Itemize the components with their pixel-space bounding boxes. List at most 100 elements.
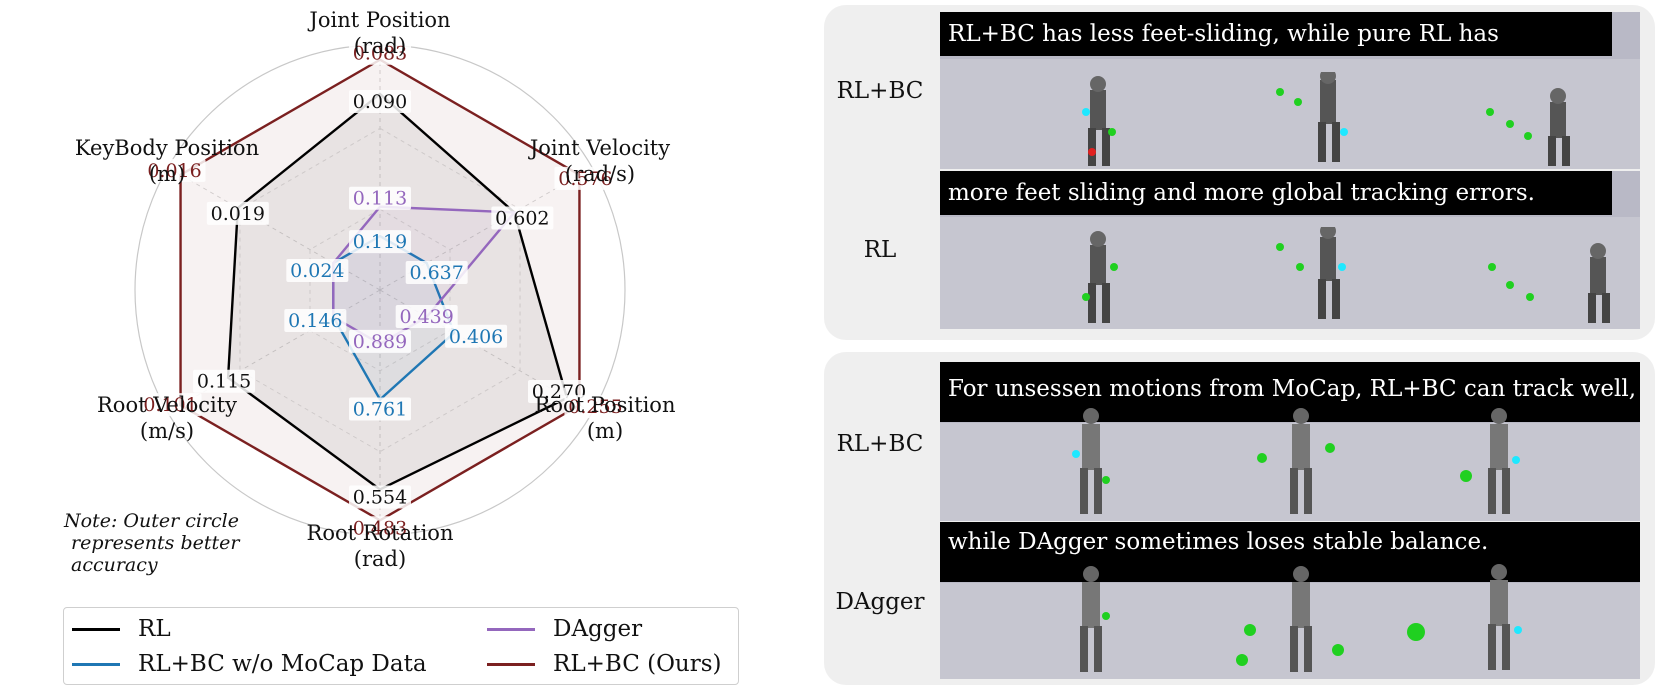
robot-head (1090, 231, 1106, 247)
axis-label: Root Velocity (97, 393, 237, 417)
axis-label: Root Rotation (307, 521, 454, 545)
marker (1294, 98, 1302, 106)
data-label-bg (206, 201, 269, 225)
robot-legs (1080, 468, 1088, 514)
marker (1082, 108, 1090, 116)
robot-legs (1588, 293, 1596, 323)
chart-note: accuracy (71, 554, 158, 576)
data-label: 0.406 (449, 326, 503, 348)
video-frame-rl-bc-unseen: For unsessen motions from MoCap, RL+BC c… (940, 362, 1640, 521)
robot-head (1083, 408, 1099, 424)
marker (1296, 263, 1304, 271)
data-label: 0.637 (409, 262, 463, 284)
axis-label: (rad) (354, 547, 406, 571)
legend-label: DAgger (553, 616, 643, 642)
row-label-dagger: DAgger (835, 589, 925, 615)
legend-item-rl-bc-ours: RL+BC (Ours) (487, 649, 722, 679)
robot-legs (1502, 468, 1510, 514)
chart-legend: RL RL+BC w/o MoCap Data DAgger RL+BC (Ou… (63, 607, 739, 685)
data-label-bg (349, 186, 411, 210)
marker (1325, 443, 1335, 453)
data-label: 0.090 (353, 91, 407, 113)
radar-chart: 0.0900.6020.2700.5540.1150.0190.1190.637… (63, 8, 676, 576)
legend-swatch (72, 627, 120, 631)
robot-figure (1072, 408, 1520, 514)
chart-note: Note: Outer circle (63, 510, 239, 532)
robot-head (1491, 408, 1507, 424)
axis-label: KeyBody Position (75, 136, 259, 160)
robot-legs (1290, 626, 1298, 672)
data-label: 0.889 (353, 331, 407, 353)
marker (1460, 470, 1472, 482)
axis-label: (m/s) (140, 419, 194, 443)
row-label-rl: RL (863, 237, 897, 263)
marker (1332, 644, 1344, 656)
robot-legs (1304, 468, 1312, 514)
axis-label: Joint Velocity (528, 136, 670, 160)
marker (1276, 243, 1284, 251)
data-label-bg (286, 259, 349, 283)
data-label: 0.024 (290, 260, 344, 282)
robot-body (1090, 90, 1106, 130)
data-label-bg (349, 230, 411, 254)
legend-label: RL (138, 616, 171, 642)
axis-label: (rad/s) (565, 162, 635, 186)
marker (1257, 453, 1267, 463)
legend-item-rl: RL (72, 614, 171, 644)
data-label: 0.255 (568, 396, 622, 418)
robot-head (1293, 566, 1309, 582)
robot-legs (1094, 626, 1102, 672)
data-label-bg (143, 158, 206, 182)
robot-group (1082, 72, 1570, 166)
axis-label: (m) (149, 162, 185, 186)
robot-legs (1488, 468, 1496, 514)
marker (1110, 263, 1118, 271)
marker (1088, 148, 1096, 156)
robot-legs (1602, 293, 1610, 323)
legend-swatch (487, 662, 535, 666)
marker (1082, 293, 1090, 301)
robot-legs (1088, 283, 1096, 323)
video-frame-rl-bc: RL+BC has less feet-sliding, while pure … (940, 12, 1640, 169)
marker (1338, 263, 1346, 271)
legend-label: RL+BC w/o MoCap Data (138, 651, 427, 677)
data-label-bg (139, 393, 202, 417)
marker (1340, 128, 1348, 136)
robot-figure (1082, 227, 1610, 323)
robot-head (1590, 243, 1606, 259)
marker (1244, 624, 1256, 636)
data-label-bg (349, 397, 411, 421)
legend-swatch (72, 662, 120, 666)
robot-figure (1082, 72, 1570, 166)
data-label: 0.602 (495, 207, 549, 229)
robot-head (1083, 566, 1099, 582)
marker (1488, 263, 1496, 271)
robot-body (1292, 424, 1310, 470)
robot-legs (1102, 128, 1110, 166)
axis-label: (m) (587, 419, 623, 443)
marker (1236, 654, 1248, 666)
robot-body (1082, 582, 1100, 628)
caption-banner: For unsessen motions from MoCap, RL+BC c… (940, 362, 1640, 422)
video-frame-dagger: while DAgger sometimes loses stable bala… (940, 522, 1640, 679)
robot-body (1590, 257, 1606, 295)
robot-figure (1080, 564, 1522, 672)
floor (940, 217, 1640, 329)
robot-head (1090, 76, 1106, 92)
marker (1102, 612, 1110, 620)
robot-legs (1332, 122, 1340, 162)
robot-legs (1318, 279, 1326, 319)
marker (1276, 88, 1284, 96)
data-label-bg (193, 369, 256, 393)
robot-group (1082, 227, 1610, 323)
data-label-bg (349, 485, 411, 509)
data-label: 0.439 (399, 306, 453, 328)
robot-body (1490, 580, 1508, 626)
robot-body (1082, 424, 1100, 470)
marker (1526, 293, 1534, 301)
marker (1512, 456, 1520, 464)
axis-label: Root Position (535, 393, 676, 417)
marker (1108, 128, 1116, 136)
data-label: 0.483 (353, 517, 407, 539)
legend-item-rl-bc-no-mocap: RL+BC w/o MoCap Data (72, 649, 427, 679)
